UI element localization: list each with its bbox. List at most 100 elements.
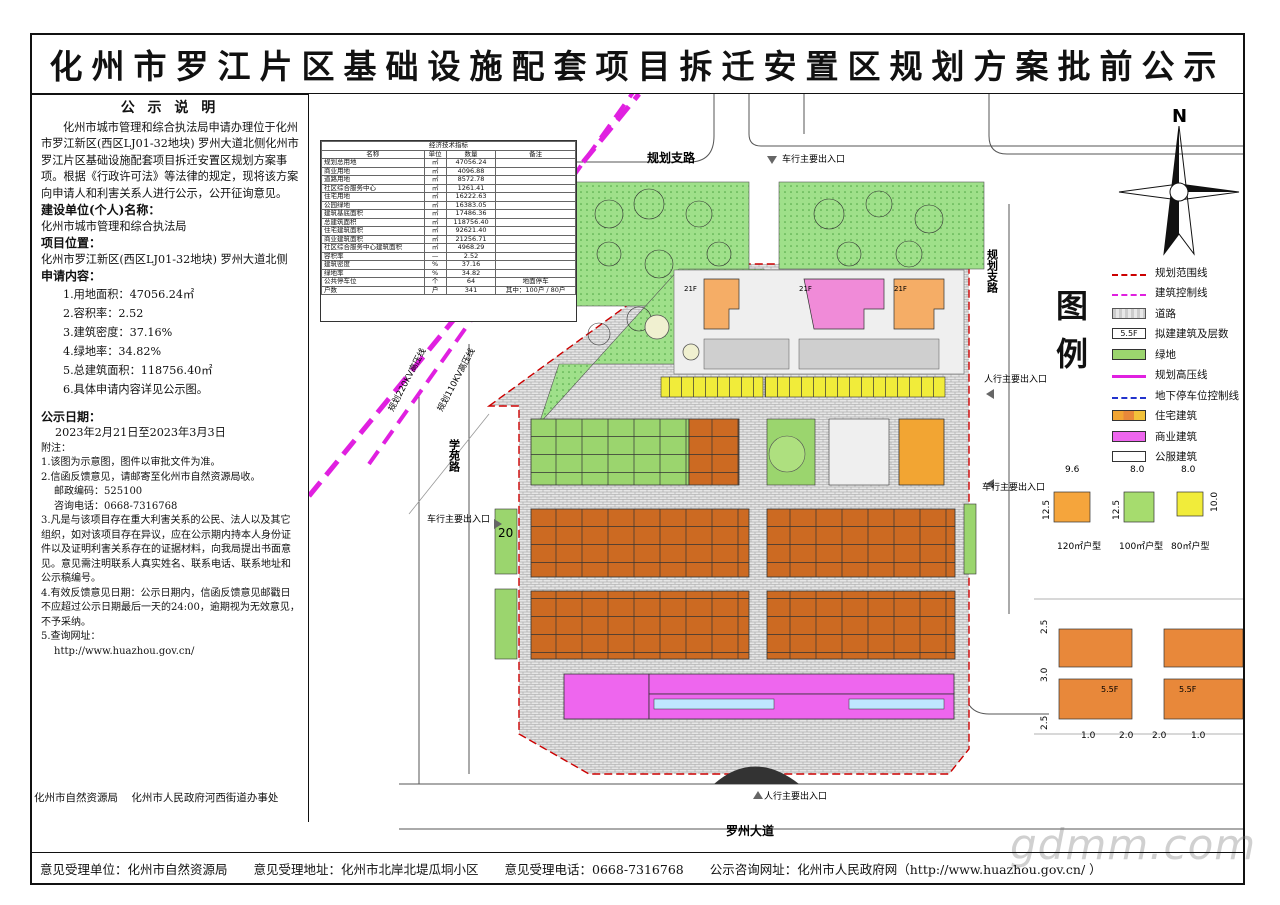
legend-label: 公服建筑: [1155, 451, 1197, 464]
layout-dim: 2.5: [1040, 716, 1050, 730]
legend-item: 地下停车位控制线: [1112, 385, 1239, 406]
legend-item: 商业建筑: [1112, 426, 1239, 447]
stats-cell: ㎡: [423, 158, 447, 168]
appendix-item: 2.信函反馈意见，请邮寄至化州市自然资源局收。: [41, 471, 261, 483]
stats-cell: ㎡: [423, 226, 447, 236]
stats-cell: [495, 226, 576, 236]
content-item: 5.总建筑面积：118756.40㎡: [63, 363, 213, 377]
legend-swatch: [1112, 273, 1146, 276]
legend-item: 建筑控制线: [1112, 283, 1239, 304]
stats-cell: 4968.29: [445, 243, 497, 253]
appendix-item: 邮政编码：525100: [54, 486, 143, 497]
stats-cell: 住宅建筑面积: [321, 226, 425, 236]
notice-intro: 化州市城市管理和综合执法局申请办理位于化州市罗江新区(西区LJ01-32地块) …: [41, 120, 299, 200]
entrance-ped-bottom: 人行主要出入口: [764, 790, 827, 802]
notice-heading: 公 示 说 明: [120, 100, 220, 116]
legend-swatch: [1112, 375, 1146, 379]
notice-panel: 公 示 说 明 化州市城市管理和综合执法局申请办理位于化州市罗江新区(西区LJ0…: [32, 94, 309, 822]
content-item: 6.具体申请内容详见公示图。: [63, 382, 208, 396]
date-value: 2023年2月21日至2023年3月3日: [55, 426, 226, 439]
layout-dim: 1.0: [1081, 731, 1096, 741]
stats-cell: 8572.78: [445, 175, 497, 185]
legend-item: 规划范围线: [1112, 262, 1239, 283]
legend-item: 公服建筑: [1112, 447, 1239, 468]
legend-swatch: [1112, 294, 1146, 297]
appendix-item: 4.有效反馈意见日期：公示日期内，信函反馈意见邮戳日不应超过公示日期最后一天的2…: [41, 587, 300, 628]
legend-label: 规划高压线: [1155, 369, 1208, 382]
stats-cell: 地面停车: [495, 277, 576, 287]
legend-swatch: [1112, 451, 1146, 463]
north-arrow-icon: [1118, 125, 1240, 256]
layout-dim: 2.0: [1119, 731, 1134, 741]
layout-dim: 2.5: [1040, 620, 1050, 634]
stats-cell: 16222.63: [445, 192, 497, 202]
entrance-car-right: 车行主要出入口: [982, 481, 1045, 493]
stats-cell: 其中：100户 / 80户: [495, 285, 576, 295]
page-title: 化州市罗江片区基础设施配套项目拆迁安置区规划方案批前公示: [32, 35, 1243, 95]
footer-website[interactable]: 公示咨询网址：化州市人民政府网（http://www.huazhou.gov.c…: [709, 862, 1102, 877]
content-item: 3.建筑密度：37.16%: [63, 325, 173, 339]
stats-cell: ㎡: [423, 192, 447, 202]
entrance-ped-right: 人行主要出入口: [984, 373, 1047, 385]
website-link[interactable]: http://www.huazhou.gov.cn/: [54, 645, 195, 657]
site-plan-svg: 21F 21F 21F 20: [309, 94, 1243, 851]
unit-dim: 9.6: [1065, 465, 1080, 475]
legend-label: 道路: [1155, 307, 1176, 320]
block-layout-diagram: 2.5 3.0 2.5 1.0 2.0 2.0 1.0 5.5F 5.5F: [1034, 598, 1243, 741]
stats-cell: [495, 260, 576, 270]
north-label: N: [1172, 106, 1187, 127]
legend-label: 绿地: [1155, 348, 1176, 361]
footer-address: 意见受理地址：化州市北岸北堤瓜垌小区: [253, 862, 479, 877]
stats-cell: [495, 251, 576, 261]
stats-cell: [495, 217, 576, 227]
appendix-item: 咨询电话：0668-7316768: [54, 500, 178, 512]
unit-type-diagrams: 9.6 8.0 8.0 12.5 12.5 10.0 120㎡户型 100㎡户型…: [1042, 465, 1220, 552]
stats-cell: [495, 183, 576, 193]
unit-caption: 100㎡户型: [1119, 540, 1163, 552]
stats-row: 建筑密度%37.16: [321, 260, 576, 270]
stats-header: 备注: [495, 149, 576, 159]
content-item: 4.绿地率：34.82%: [63, 344, 162, 358]
layout-dim: 3.0: [1040, 667, 1050, 682]
location-label: 项目位置：: [41, 236, 102, 250]
unit-dim: 8.0: [1181, 465, 1196, 475]
legend-swatch: [1112, 410, 1146, 422]
legend-label: 建筑控制线: [1155, 287, 1208, 300]
stats-cell: [495, 200, 576, 210]
stats-cell: ㎡: [423, 175, 447, 185]
stats-cell: %: [423, 260, 447, 270]
appendix-item: 5.查询网址：: [41, 631, 101, 642]
stats-cell: 住宅用地: [321, 192, 425, 202]
footer-bar: 意见受理单位：化州市自然资源局 意见受理地址：化州市北岸北堤瓜垌小区 意见受理电…: [32, 852, 1243, 884]
layout-dim: 1.0: [1191, 731, 1206, 741]
unit-caption: 120㎡户型: [1057, 540, 1101, 552]
unit-label: 建设单位(个人)名称：: [41, 203, 161, 217]
footer-phone: 意见受理电话：0668-7316768: [504, 862, 684, 877]
appendix-item: 3.凡是与该项目存在重大利害关系的公民、法人以及其它组织，如对该项目存在异议，应…: [41, 515, 291, 584]
legend-label: 住宅建筑: [1155, 410, 1197, 423]
stats-cell: 建筑基底面积: [321, 209, 425, 219]
layout-dim: 2.0: [1152, 731, 1167, 741]
unit-value: 化州市城市管理和综合执法局: [41, 219, 187, 233]
stats-cell: 建筑密度: [321, 260, 425, 270]
legend-swatch: [1112, 430, 1146, 442]
legend-item: 道路: [1112, 303, 1239, 324]
stats-cell: [495, 243, 576, 253]
legend-item: 住宅建筑: [1112, 406, 1239, 427]
stats-cell: 社区综合服务中心建筑面积: [321, 243, 425, 253]
watermark: gdmm.com: [1010, 820, 1257, 869]
location-value: 化州市罗江新区(西区LJ01-32地块) 罗州大道北侧: [41, 252, 288, 266]
road-label-left: 学苑路: [448, 438, 462, 473]
date-label: 公示日期：: [41, 409, 102, 424]
road-label-bottom: 罗州大道: [726, 823, 774, 838]
floors-label: 21F: [799, 285, 812, 293]
